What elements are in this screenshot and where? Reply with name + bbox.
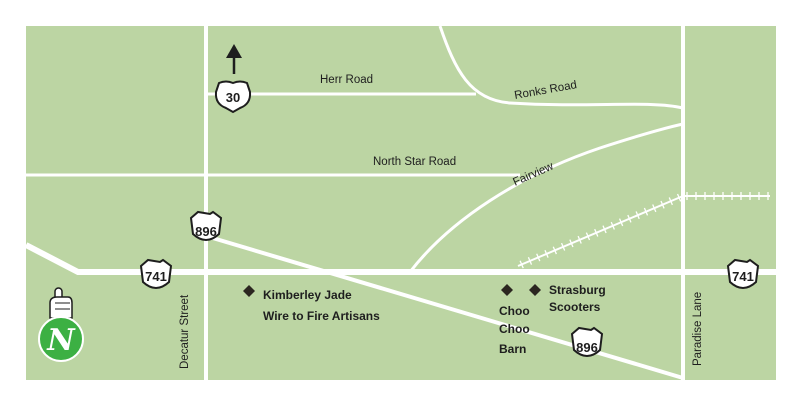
railroad-tie <box>569 239 574 248</box>
pa-896-bottom-label: 896 <box>576 340 598 355</box>
wire-to-fire-label: Wire to Fire Artisans <box>263 309 380 323</box>
decatur-street-label: Decatur Street <box>179 294 191 369</box>
railroad-tie <box>602 225 607 234</box>
us-30-shield: 30 <box>214 80 252 114</box>
fairview-road <box>408 122 684 273</box>
poi-kimberley-jade[interactable]: Kimberley Jade Wire to Fire Artisans <box>243 285 380 323</box>
railroad-tie <box>652 204 657 213</box>
pa-741-left-label: 741 <box>145 269 167 284</box>
railroad-tie <box>618 218 624 227</box>
north-star-road-label: North Star Road <box>373 156 456 168</box>
poi-marker-icon <box>529 284 541 296</box>
railroad-tie <box>594 228 599 237</box>
railroad-tie <box>610 221 615 230</box>
pa-896-shield-bottom: 896 <box>570 326 604 357</box>
pointing-finger-icon <box>49 287 73 319</box>
roads <box>24 25 776 380</box>
route-741-road <box>24 242 776 275</box>
railroad-tie <box>676 193 682 202</box>
pa-741-right-label: 741 <box>732 269 754 284</box>
poi-marker-icon <box>501 284 513 296</box>
paradise-lane-label: Paradise Lane <box>692 292 704 366</box>
railroad <box>517 192 770 269</box>
railroad-tie <box>552 246 557 255</box>
logo-letter: N <box>46 323 76 358</box>
barn-label: Barn <box>499 342 526 356</box>
railroad-tie <box>519 260 524 269</box>
railroad-tie <box>536 253 541 262</box>
pa-741-shield-left: 741 <box>139 258 173 289</box>
choo-label-1: Choo <box>499 304 530 318</box>
railroad-tie <box>527 256 533 265</box>
railroad-tie <box>660 200 665 209</box>
poi-choo-choo-barn[interactable]: Choo Choo Barn <box>499 284 530 356</box>
railroad-tie <box>544 249 549 258</box>
scooters-label: Scooters <box>549 300 601 314</box>
railroad-tie <box>560 242 566 251</box>
pa-896-top-label: 896 <box>195 224 217 239</box>
pa-741-shield-right: 741 <box>726 258 760 289</box>
north-arrow-icon <box>226 44 242 74</box>
kimberley-jade-label: Kimberley Jade <box>263 288 352 302</box>
logo-circle <box>38 316 84 362</box>
choo-label-2: Choo <box>499 322 530 336</box>
railroad-tie <box>635 211 640 220</box>
strasburg-label: Strasburg <box>549 283 606 297</box>
railroad-tie <box>668 197 673 206</box>
map-land <box>26 26 776 380</box>
railroad-tie <box>577 235 582 244</box>
route-896-road <box>205 234 684 380</box>
us-30-label: 30 <box>226 90 240 105</box>
poi-strasburg-scooters[interactable]: Strasburg Scooters <box>529 283 606 314</box>
railroad-tie <box>627 214 632 223</box>
poi-marker-icon <box>243 285 255 297</box>
brand-logo: N <box>38 287 84 362</box>
railroad-tie <box>585 232 591 241</box>
railroad-tie <box>643 207 649 216</box>
pa-896-shield-top: 896 <box>189 210 223 241</box>
ronks-road-road <box>438 25 684 110</box>
herr-road-label: Herr Road <box>320 74 373 86</box>
